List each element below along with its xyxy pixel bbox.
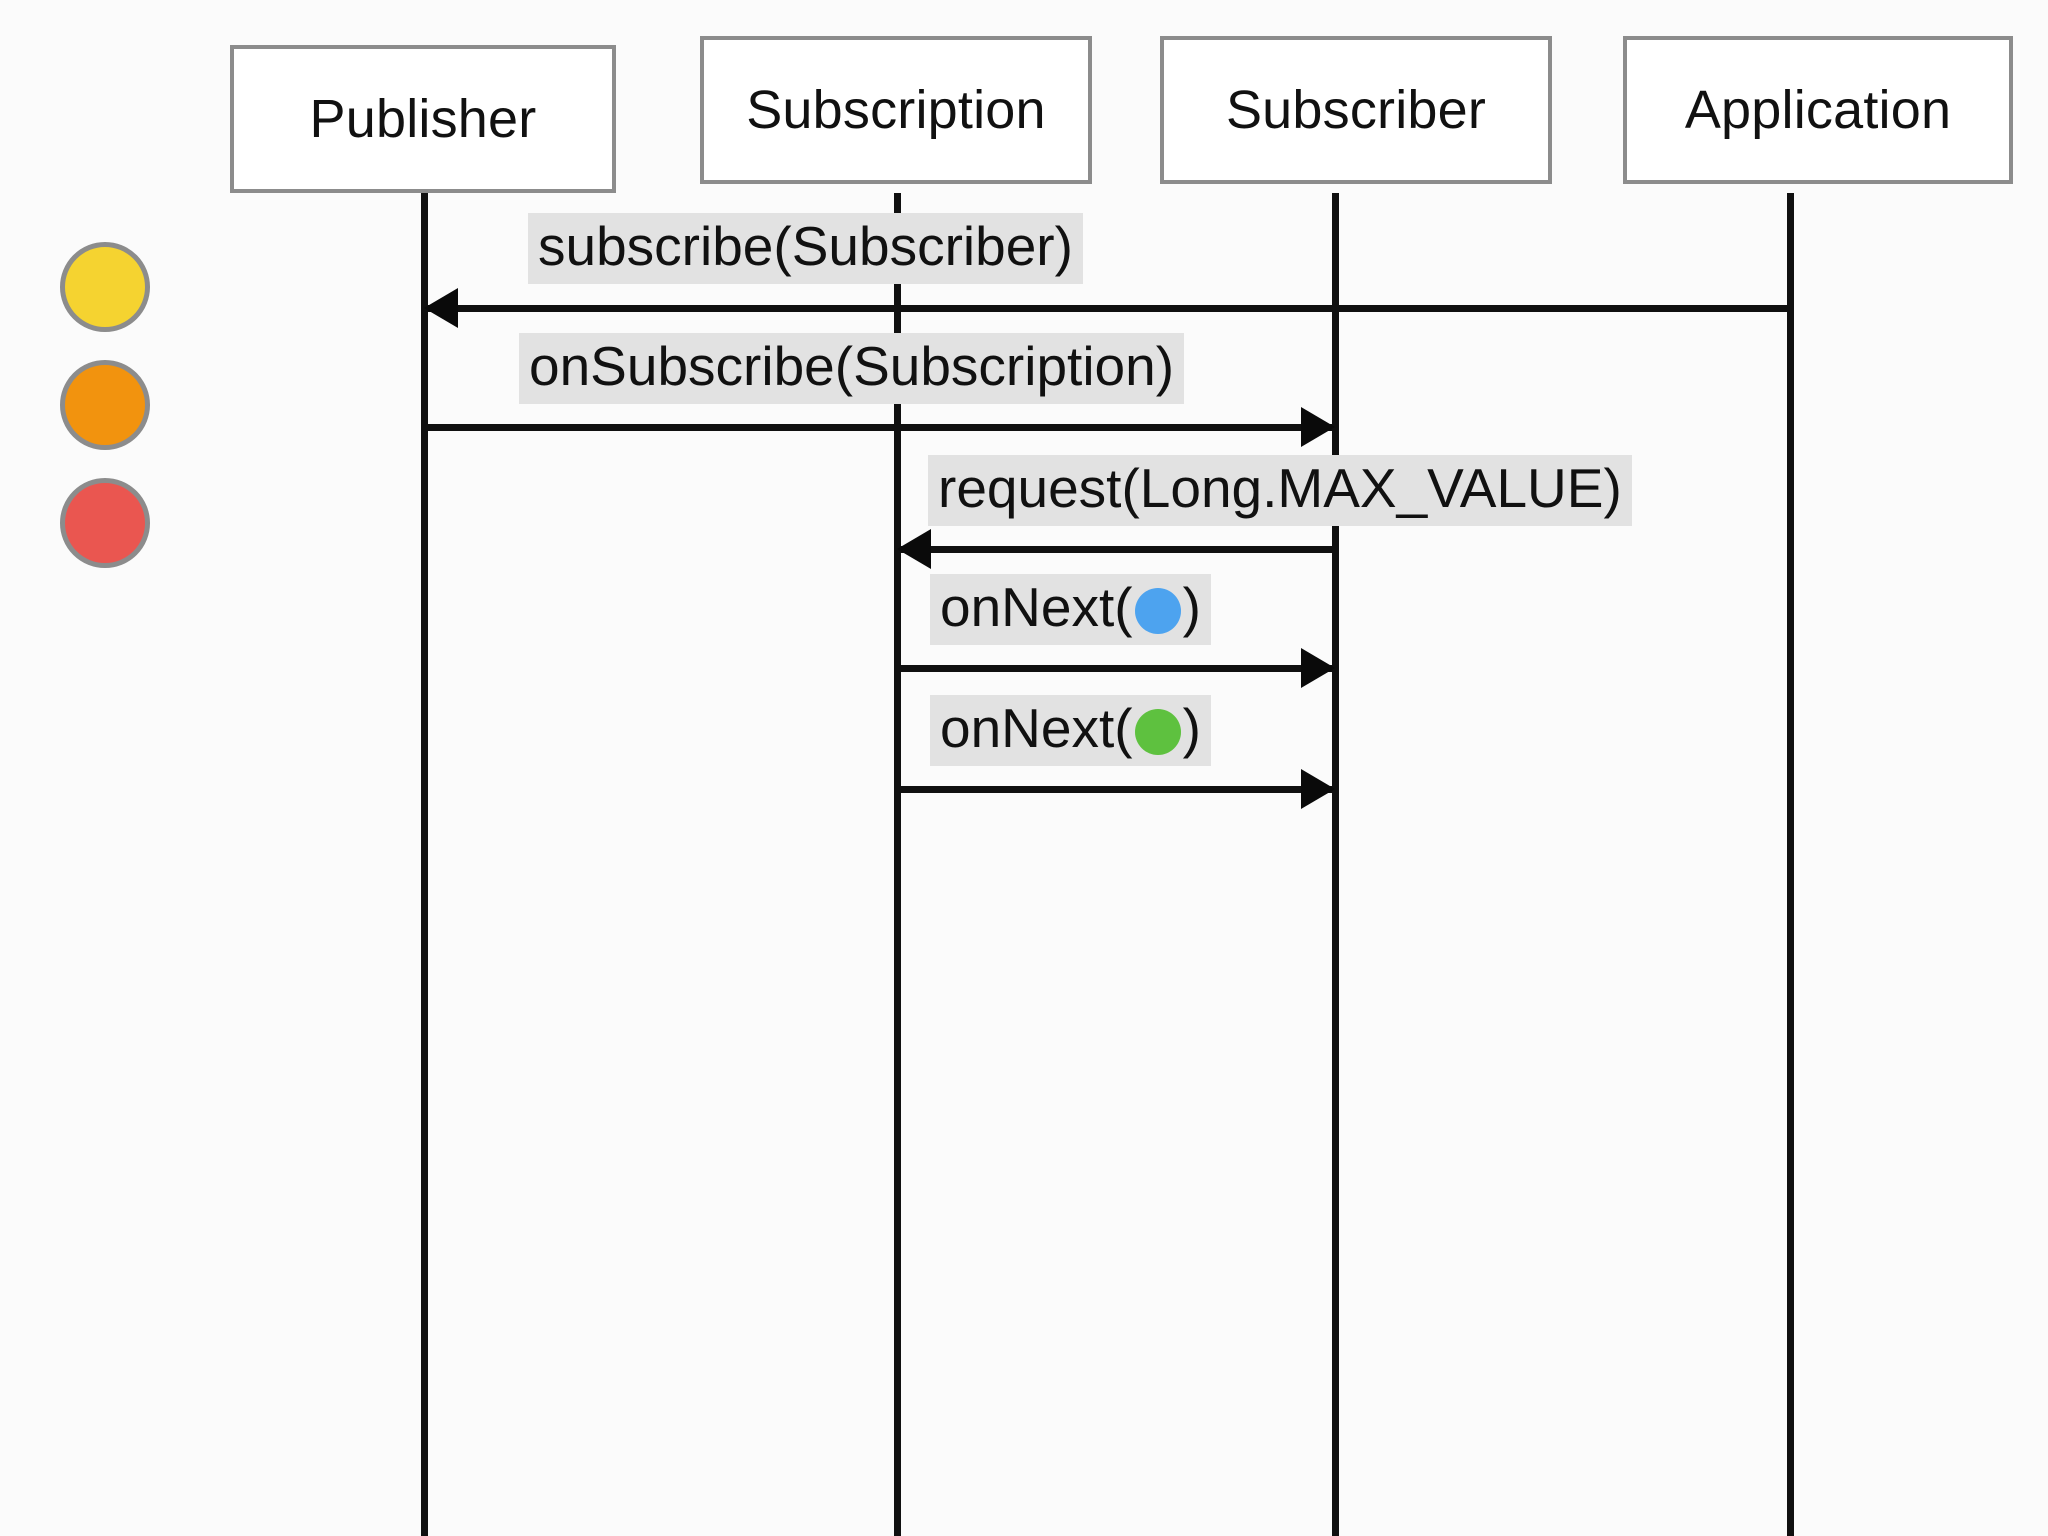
message-arrow-request[interactable] — [897, 546, 1335, 553]
message-label-prefix-onNextGreen: onNext( — [940, 697, 1133, 759]
message-label-text-subscribe: subscribe(Subscriber) — [538, 215, 1073, 277]
legend-yellow-token-icon — [60, 242, 150, 332]
message-arg-token-icon-onNextGreen — [1134, 708, 1181, 755]
lifeline-subscription — [894, 193, 901, 1536]
participant-label-publisher: Publisher — [309, 89, 537, 149]
message-arg-token-icon-onNextBlue — [1134, 587, 1181, 634]
participant-box-subscriber[interactable]: Subscriber — [1160, 36, 1552, 184]
legend-red-token-icon — [60, 478, 150, 568]
arrowhead-icon-onNextGreen — [1301, 769, 1335, 809]
message-arrow-subscribe[interactable] — [424, 305, 1790, 312]
arrowhead-icon-onSubscribe — [1301, 407, 1335, 447]
message-label-suffix-onNextBlue: ) — [1182, 576, 1201, 638]
participant-label-application: Application — [1684, 80, 1952, 140]
arrowhead-icon-onNextBlue — [1301, 648, 1335, 688]
lifeline-application — [1787, 193, 1794, 1536]
participant-label-subscriber: Subscriber — [1225, 80, 1487, 140]
message-label-suffix-onNextGreen: ) — [1182, 697, 1201, 759]
legend-orange-token-icon — [60, 360, 150, 450]
participant-box-application[interactable]: Application — [1623, 36, 2013, 184]
participant-box-subscription[interactable]: Subscription — [700, 36, 1092, 184]
lifeline-subscriber — [1332, 193, 1339, 1536]
message-label-onNextBlue: onNext() — [930, 574, 1211, 646]
message-label-subscribe: subscribe(Subscriber) — [528, 213, 1083, 285]
message-label-prefix-onNextBlue: onNext( — [940, 576, 1133, 638]
participant-box-publisher[interactable]: Publisher — [230, 45, 616, 193]
lifeline-publisher — [421, 193, 428, 1536]
message-arrow-onNextBlue[interactable] — [897, 665, 1335, 672]
arrowhead-icon-request — [897, 529, 931, 569]
message-arrow-onNextGreen[interactable] — [897, 786, 1335, 793]
message-label-text-onSubscribe: onSubscribe(Subscription) — [529, 335, 1175, 397]
message-label-request: request(Long.MAX_VALUE) — [928, 455, 1632, 527]
arrowhead-icon-subscribe — [424, 288, 458, 328]
participant-label-subscription: Subscription — [746, 80, 1046, 140]
message-label-text-request: request(Long.MAX_VALUE) — [938, 457, 1622, 519]
message-label-onNextGreen: onNext() — [930, 695, 1211, 767]
message-label-onSubscribe: onSubscribe(Subscription) — [519, 333, 1185, 405]
message-arrow-onSubscribe[interactable] — [424, 424, 1335, 431]
